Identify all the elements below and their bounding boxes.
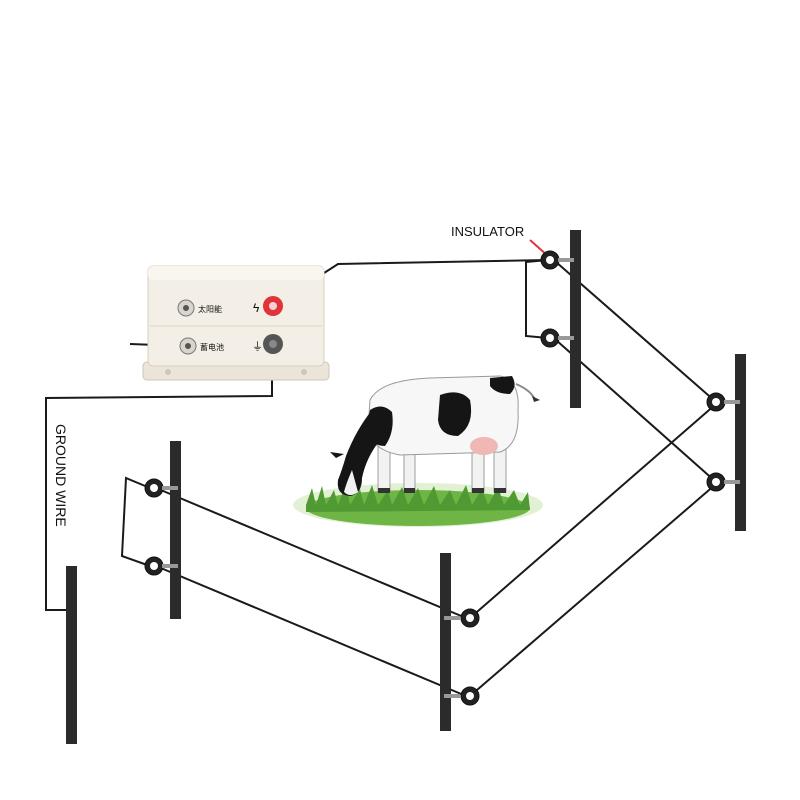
fence-post-right [570, 230, 581, 408]
grass-patch [293, 483, 543, 527]
fence-post-far-right [735, 354, 746, 531]
energizer-box: 太阳能 蓄电池 ϟ ⏚ [142, 265, 330, 381]
wire-upper-2 [469, 403, 717, 619]
insulators [144, 250, 740, 706]
insulator [444, 686, 480, 706]
jumper-wire-left [120, 476, 151, 567]
fence-wires [45, 239, 717, 697]
wire-upper-1 [555, 261, 717, 403]
ground-rod [66, 566, 77, 744]
insulator [444, 608, 480, 628]
insulator [706, 392, 740, 412]
ground-symbol: ⏚ [252, 340, 263, 353]
wire-lower-3 [155, 565, 467, 697]
wire-lower-2 [469, 483, 717, 697]
solar-terminal-label: 太阳能 [198, 304, 222, 314]
insulator [144, 556, 178, 576]
insulator [144, 478, 178, 498]
ground-wire [45, 350, 273, 611]
insulator [540, 250, 574, 270]
battery-terminal [179, 337, 197, 355]
live-terminal [263, 296, 283, 316]
wire-lower-1 [555, 339, 717, 483]
wire-upper-3 [155, 487, 467, 619]
ground-wire-label: GROUND WIRE [53, 424, 69, 527]
insulator [540, 328, 574, 348]
cow-illustration [330, 375, 540, 496]
jumper-wire-right [525, 259, 549, 339]
fence-post-left [170, 441, 181, 619]
fence-posts [66, 230, 746, 744]
insulator [706, 472, 740, 492]
fence-post-bottom [440, 553, 451, 731]
live-symbol: ϟ [253, 301, 260, 315]
solar-terminal [177, 299, 195, 317]
insulator-label: INSULATOR [451, 224, 524, 239]
ground-terminal [263, 334, 283, 354]
battery-terminal-label: 蓄电池 [200, 342, 224, 352]
